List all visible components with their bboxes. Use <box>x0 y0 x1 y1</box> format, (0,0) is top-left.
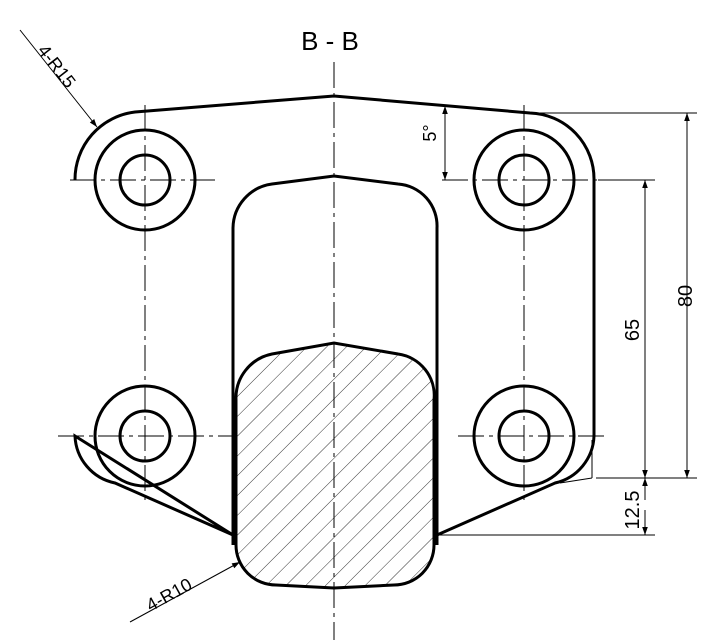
r15-leader <box>19 29 98 128</box>
center-lines <box>58 62 610 640</box>
hatched-section <box>234 341 436 590</box>
plate-outline <box>73 94 596 537</box>
r15-label: 4-R15 <box>34 41 80 92</box>
extension-lines <box>440 112 697 536</box>
r10-label: 4-R10 <box>143 574 196 615</box>
section-title: B - B <box>301 26 359 56</box>
dimension-65-label: 65 <box>622 319 644 341</box>
slot-outline <box>231 174 439 545</box>
dimension-12-5-label: 12.5 <box>622 491 644 530</box>
angle-label: 5° <box>420 124 440 141</box>
r10-leader <box>129 561 241 623</box>
dimension-80-label: 80 <box>675 285 697 307</box>
